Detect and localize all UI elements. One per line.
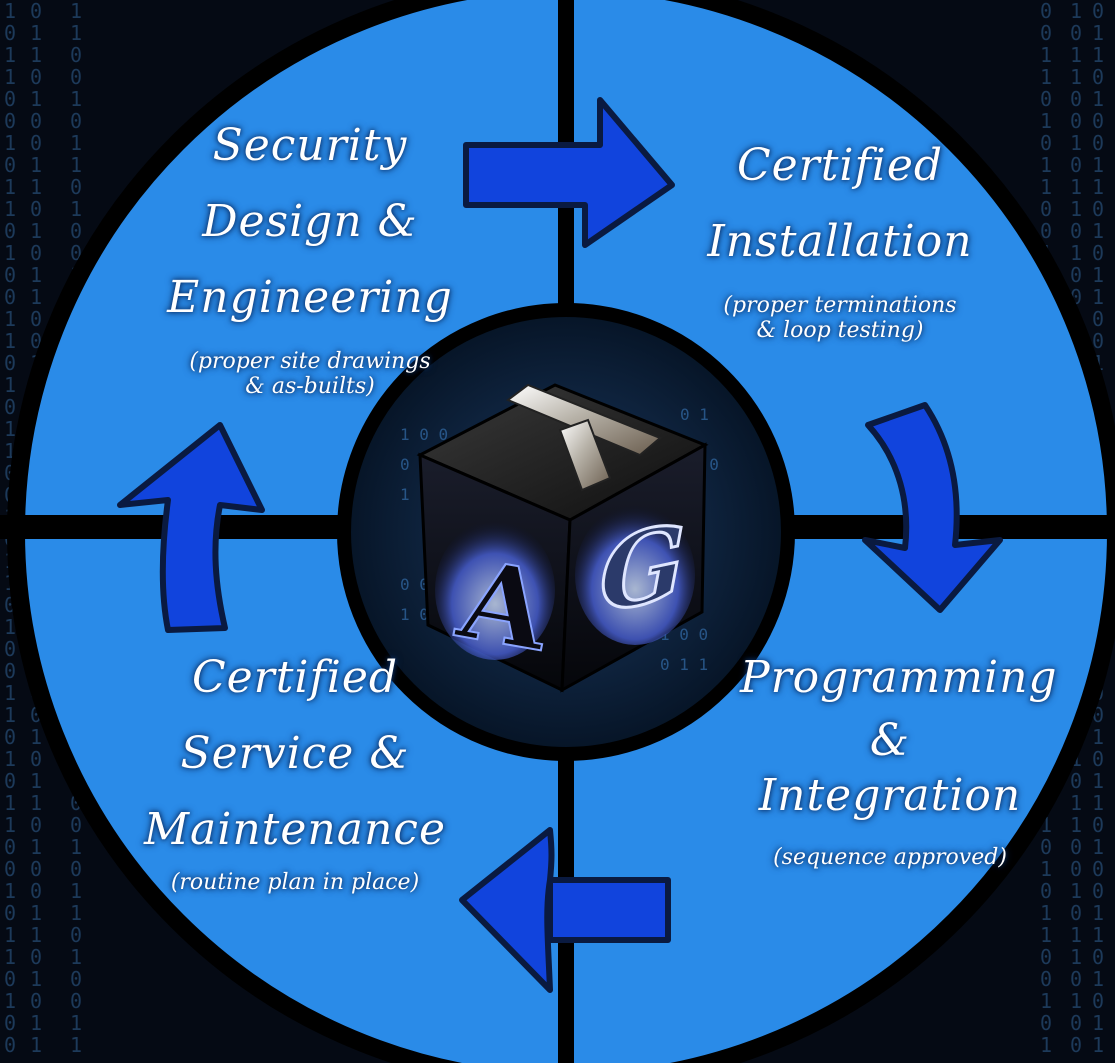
quadrant-programming-integration: Programming & Integration (sequence appr… [740,640,1058,884]
arrow-bottom-left-icon [459,827,671,993]
quadrant-subtitle-line: & loop testing) [756,318,924,343]
arrow-down-right-icon [862,402,1003,613]
center-logo: 1 0 0 0 1 1 1 1 0 0 0 1 1 0 1 1 0 0 0 1 … [337,303,795,761]
quadrant-title-line: Installation [707,216,973,267]
quadrant-title-line: Programming [740,652,1058,703]
logo-letter-a: A [453,533,547,679]
quadrant-subtitle-line: (sequence approved) [773,845,1007,870]
quadrant-security-design: Security Design & Engineering (proper si… [160,108,460,400]
quadrant-title-line: & [869,715,911,766]
arrow-up-left-icon [117,422,265,633]
logo-letter-g: G [600,500,685,636]
quadrant-title-line: Security [212,120,408,171]
svg-text:0 1: 0 1 [680,405,709,424]
quadrant-title-line: Integration [758,770,1022,821]
quadrant-title-line: Certified [736,140,944,191]
quadrant-certified-installation: Certified Installation (proper terminati… [690,128,990,344]
svg-text:1 0 0: 1 0 0 [400,425,448,444]
quadrant-subtitle-line: & as-builts) [245,374,375,399]
quadrant-title-line: Service & [180,728,410,779]
quadrant-subtitle-line: (proper site drawings [189,349,431,374]
quadrant-title-line: Design & [202,196,418,247]
quadrant-title-line: Engineering [167,272,453,323]
quadrant-title-line: Certified [191,652,399,703]
quadrant-service-maintenance: Certified Service & Maintenance (routine… [140,640,450,898]
quadrant-subtitle-line: (routine plan in place) [170,870,420,895]
quadrant-subtitle-line: (proper terminations [723,293,957,318]
quadrant-title-line: Maintenance [143,804,446,855]
svg-text:0 1 1: 0 1 1 [660,655,708,674]
arrow-top-right-icon [463,97,675,248]
